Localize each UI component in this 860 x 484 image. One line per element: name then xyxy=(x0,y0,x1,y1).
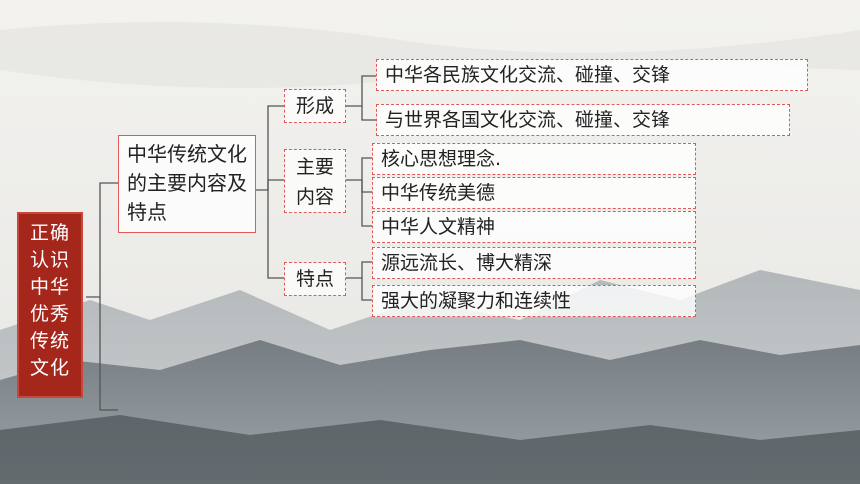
branch-main-content: 主要内容 xyxy=(284,149,346,213)
root-line: 文化 xyxy=(29,357,70,379)
leaf-content-3: 中华人文精神 xyxy=(372,211,696,243)
branch-formation: 形成 xyxy=(284,89,346,123)
root-line: 传统 xyxy=(29,330,70,352)
leaf-formation-2: 与世界各国文化交流、碰撞、交锋 xyxy=(376,104,790,136)
root-line: 认识 xyxy=(29,249,70,271)
branch-features: 特点 xyxy=(284,262,346,296)
root-node: 正确 认识 中华 优秀 传统 文化 xyxy=(17,212,83,398)
leaf-formation-1: 中华各民族文化交流、碰撞、交锋 xyxy=(376,59,808,91)
leaf-content-1: 核心思想理念. xyxy=(372,143,696,175)
root-line: 中华 xyxy=(29,276,70,298)
leaf-feature-2: 强大的凝聚力和连续性 xyxy=(372,285,696,317)
level1-node: 中华传统文化的主要内容及特点 xyxy=(118,135,256,233)
leaf-feature-1: 源远流长、博大精深 xyxy=(372,247,696,279)
leaf-content-2: 中华传统美德 xyxy=(372,177,696,209)
root-line: 正确 xyxy=(29,222,70,244)
root-line: 优秀 xyxy=(29,303,70,325)
